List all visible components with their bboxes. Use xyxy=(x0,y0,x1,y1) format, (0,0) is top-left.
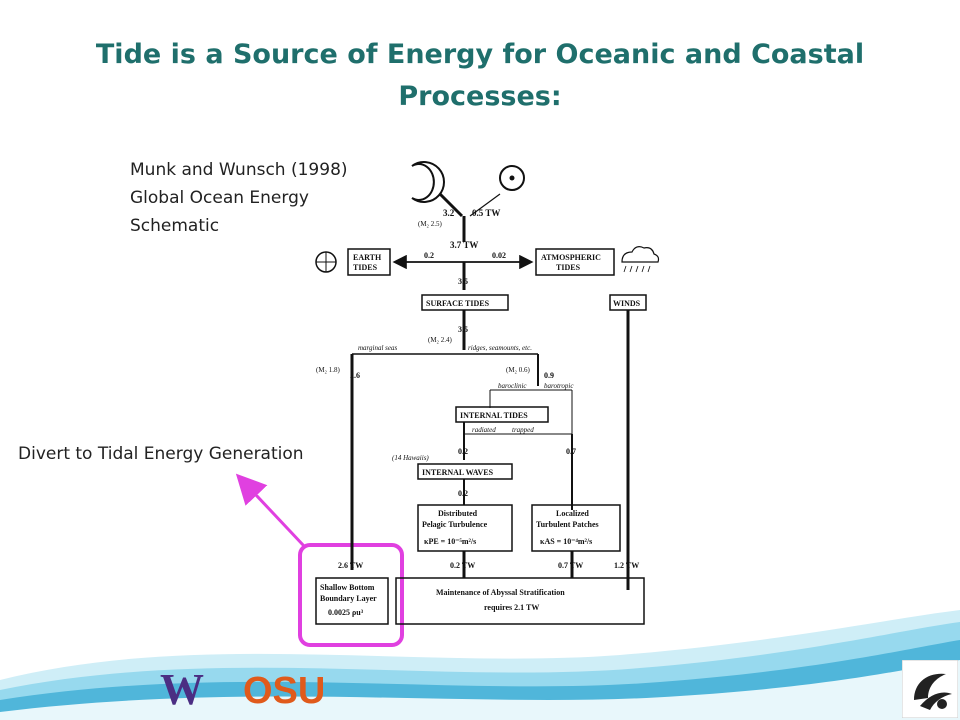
sun-icon xyxy=(499,165,525,191)
callout-label: Divert to Tidal Energy Generation xyxy=(18,444,304,464)
loc-line2: Turbulent Patches xyxy=(536,520,599,529)
waves-value: 0.2 xyxy=(458,489,468,498)
slide-title: Tide is a Source of Energy for Oceanic a… xyxy=(95,39,865,112)
ridges-label: ridges, seamounts, etc. xyxy=(468,344,532,352)
barotropic-label: barotropic xyxy=(544,382,574,390)
uw-logo: W xyxy=(160,665,204,714)
citation-line-1: Munk and Wunsch (1998) xyxy=(130,160,348,180)
energy-schematic: 3.2 (M₂ 2.5) 0.5 TW 3.7 TW EARTH TIDES 0… xyxy=(315,161,660,625)
corner-logo-icon xyxy=(902,660,958,718)
sun-value: 0.5 TW xyxy=(472,208,500,218)
internal-waves-label: INTERNAL WAVES xyxy=(422,468,494,477)
moon-note: (M₂ 2.5) xyxy=(418,220,442,228)
citation-line-3: Schematic xyxy=(130,216,220,236)
winds-label: WINDS xyxy=(613,299,641,308)
loc-line3: κAS = 10⁻⁴m²/s xyxy=(540,537,592,546)
localized-turbulence-box xyxy=(531,504,621,552)
shallow-bottom-box xyxy=(315,577,389,625)
shallow-line3: 0.0025 ρu³ xyxy=(328,608,364,617)
earth-value: 0.2 xyxy=(424,251,434,260)
dist-out-value: 0.2 TW xyxy=(450,561,475,570)
citation: Munk and Wunsch (1998) Global Ocean Ener… xyxy=(130,156,348,240)
right-value: 0.9 xyxy=(544,371,554,380)
dist-line2: Pelagic Turbulence xyxy=(422,520,488,529)
total-value: 3.7 TW xyxy=(450,240,478,250)
moon-icon xyxy=(411,161,445,203)
internal-tides-label: INTERNAL TIDES xyxy=(460,411,528,420)
moon-value: 3.2 xyxy=(443,208,455,218)
earth-tides-box xyxy=(347,248,391,276)
loc-out-value: 0.7 TW xyxy=(558,561,583,570)
radiated-value: 0.2 xyxy=(458,447,468,456)
callout-arrow xyxy=(235,473,306,548)
osu-logo: OSU xyxy=(243,670,326,712)
right-note: (M₂ 0.6) xyxy=(506,366,530,374)
radiated-label: radiated xyxy=(472,426,496,434)
atmo-value: 0.02 xyxy=(492,251,506,260)
to-surface-value: 3.5 xyxy=(458,277,468,286)
hawaiis-note: (14 Hawaiis) xyxy=(392,454,429,462)
shallow-line1: Shallow Bottom xyxy=(320,583,375,592)
loc-line1: Localized xyxy=(556,509,589,518)
atmo-tides-line2: TIDES xyxy=(556,263,581,272)
citation-line-2: Global Ocean Energy xyxy=(130,188,309,208)
left-value: 2.6 xyxy=(350,371,360,380)
sun-center xyxy=(509,175,515,181)
surface-tides-label: SURFACE TIDES xyxy=(426,299,490,308)
shallow-value: 2.6 TW xyxy=(338,561,363,570)
trapped-value: 0.7 xyxy=(566,447,576,456)
earth-tides-line1: EARTH xyxy=(353,253,382,262)
abyssal-line2: requires 2.1 TW xyxy=(484,603,539,612)
shallow-line2: Boundary Layer xyxy=(320,594,377,603)
cloud-icon xyxy=(621,246,660,263)
internal-tides-box xyxy=(455,406,549,423)
atmo-tides-line1: ATMOSPHERIC xyxy=(541,253,601,262)
marginal-seas-label: marginal seas xyxy=(358,344,397,352)
atmo-tides-box xyxy=(535,248,615,276)
abyssal-line1: Maintenance of Abyssal Stratification xyxy=(436,588,565,597)
surface-out-value: 3.5 xyxy=(458,325,468,334)
winds-out-value: 1.2 TW xyxy=(614,561,639,570)
abyssal-stratification-box xyxy=(395,577,645,625)
trapped-label: trapped xyxy=(512,426,534,434)
footer-wave xyxy=(0,610,960,720)
earth-tides-line2: TIDES xyxy=(353,263,378,272)
surface-note: (M₂ 2.4) xyxy=(428,336,452,344)
dist-line1: Distributed xyxy=(438,509,478,518)
left-note: (M₂ 1.8) xyxy=(316,366,340,374)
dist-line3: κPE = 10⁻⁵m²/s xyxy=(424,537,476,546)
baroclinic-label: baroclinic xyxy=(498,382,527,390)
